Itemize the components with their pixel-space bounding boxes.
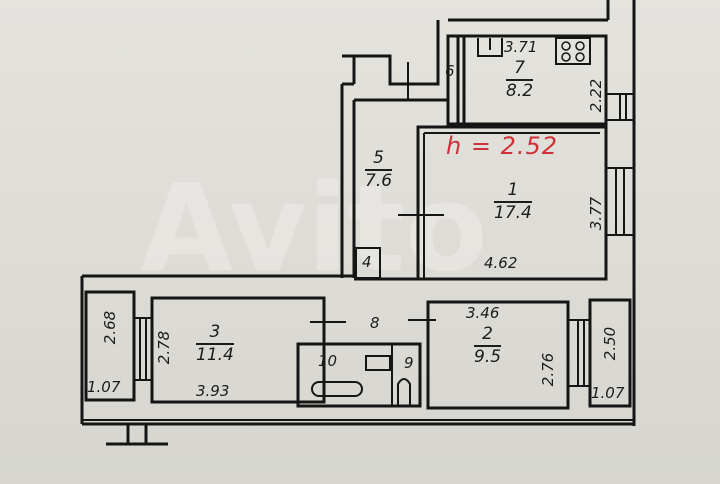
room-2-depth: 2.76 — [539, 352, 558, 387]
room-1-area: 17.4 — [494, 203, 532, 223]
room-10-number: 10 — [318, 352, 338, 370]
room-5-label: 5 7.6 — [365, 150, 393, 191]
room-1-width: 4.62 — [484, 254, 518, 272]
balcony-left-width: 1.07 — [87, 378, 121, 396]
room-4-number: 4 — [362, 253, 372, 271]
room-5-area: 7.6 — [365, 171, 393, 191]
room-2-number: 2 — [474, 326, 502, 347]
room-6-number: 6 — [445, 62, 455, 80]
room-7-number: 7 — [506, 60, 534, 81]
room-7-depth: 2.22 — [587, 78, 606, 113]
balcony-left-length: 2.68 — [101, 310, 120, 345]
room-3-label: 3 11.4 — [196, 324, 234, 364]
room-1-depth: 3.77 — [587, 196, 606, 231]
room-9-number: 9 — [404, 354, 414, 372]
room-7-width: 3.71 — [504, 38, 538, 56]
room-3-area: 11.4 — [196, 345, 234, 365]
balcony-right-length: 2.50 — [601, 326, 620, 361]
room-5-number: 5 — [365, 150, 393, 171]
room-3-number: 3 — [196, 324, 234, 345]
room-1-number: 1 — [494, 182, 532, 203]
room-2-width: 3.46 — [466, 304, 500, 322]
room-2-label: 2 9.5 — [474, 326, 502, 367]
ceiling-height-label: h = 2.52 — [446, 132, 559, 160]
room-7-area: 8.2 — [506, 81, 534, 101]
room-8-number: 8 — [370, 314, 380, 332]
room-3-width: 3.93 — [196, 382, 230, 400]
room-7-label: 7 8.2 — [506, 60, 534, 101]
room-2-area: 9.5 — [474, 347, 502, 367]
room-1-label: 1 17.4 — [494, 182, 532, 222]
room-3-depth: 2.78 — [155, 330, 174, 365]
balcony-right-width: 1.07 — [591, 384, 625, 402]
